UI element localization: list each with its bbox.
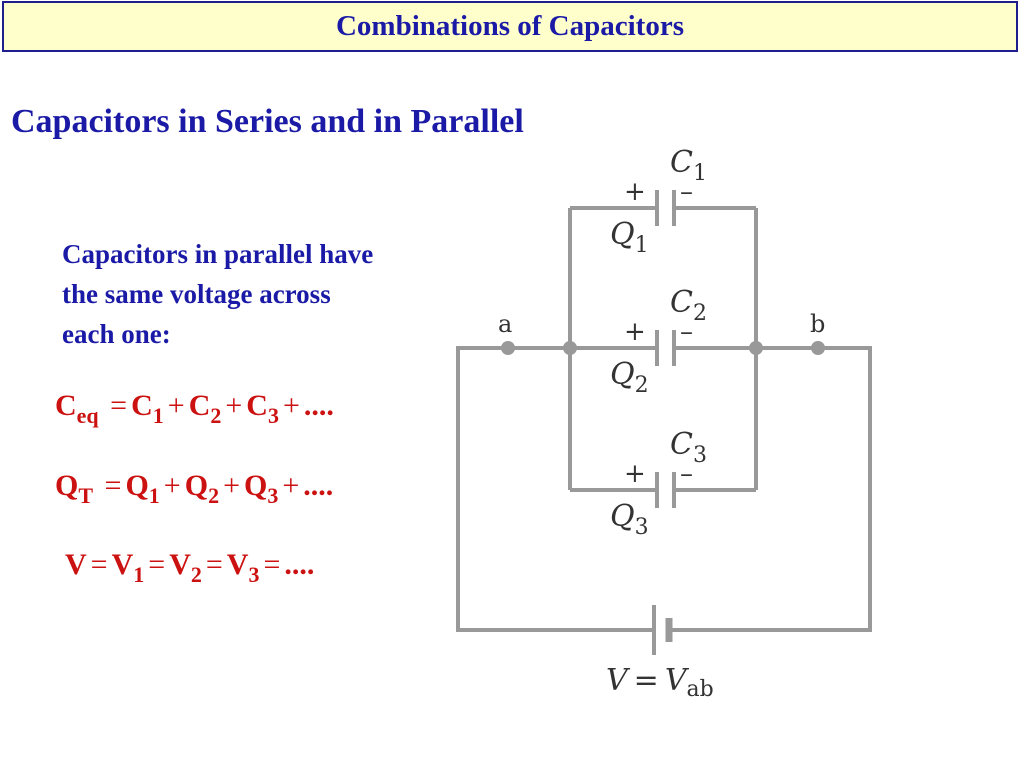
slide-subtitle: Capacitors in Series and in Parallel [11,103,524,140]
node-a-label: a [498,310,512,338]
capacitor-plates [655,190,676,508]
capacitor-1-name: C1 [670,145,707,186]
body-line-3: each one: [62,319,171,349]
battery-symbol [652,605,673,655]
body-paragraph: Capacitors in parallel have the same vol… [62,234,482,354]
circuit-wires [456,206,872,632]
node-a-dot [501,341,515,355]
capacitor-2-charge: Q2 [610,357,649,398]
body-line-2: the same voltage across [62,279,331,309]
equation-capacitance: Ceq =C1+C2+C3+.... [55,389,334,428]
equation-voltage: V=V1=V2=V3=.... [65,548,315,587]
page-title: Combinations of Capacitors [335,10,684,42]
capacitor-3-name: C3 [670,427,707,468]
capacitor-3-minus: – [680,459,693,489]
title-box: Combinations of Capacitors [2,1,1018,52]
body-line-1: Capacitors in parallel have [62,239,374,269]
capacitor-2-name: C2 [670,285,707,326]
battery-voltage-label: V=Vab [606,663,714,702]
capacitor-3-plus: + [624,459,646,489]
capacitor-2-plus: + [624,317,646,347]
capacitor-2-minus: – [680,317,693,347]
junction-right-dot [749,341,763,355]
capacitor-1-charge: Q1 [610,217,649,258]
capacitor-1-minus: – [680,177,693,207]
equation-charge: QT =Q1+Q2+Q3+.... [55,469,334,508]
capacitor-3-charge: Q3 [610,499,649,540]
node-b-dot [811,341,825,355]
junction-left-dot [563,341,577,355]
capacitor-1-plus: + [624,177,646,207]
circuit-nodes [501,341,825,355]
node-b-label: b [810,310,825,338]
